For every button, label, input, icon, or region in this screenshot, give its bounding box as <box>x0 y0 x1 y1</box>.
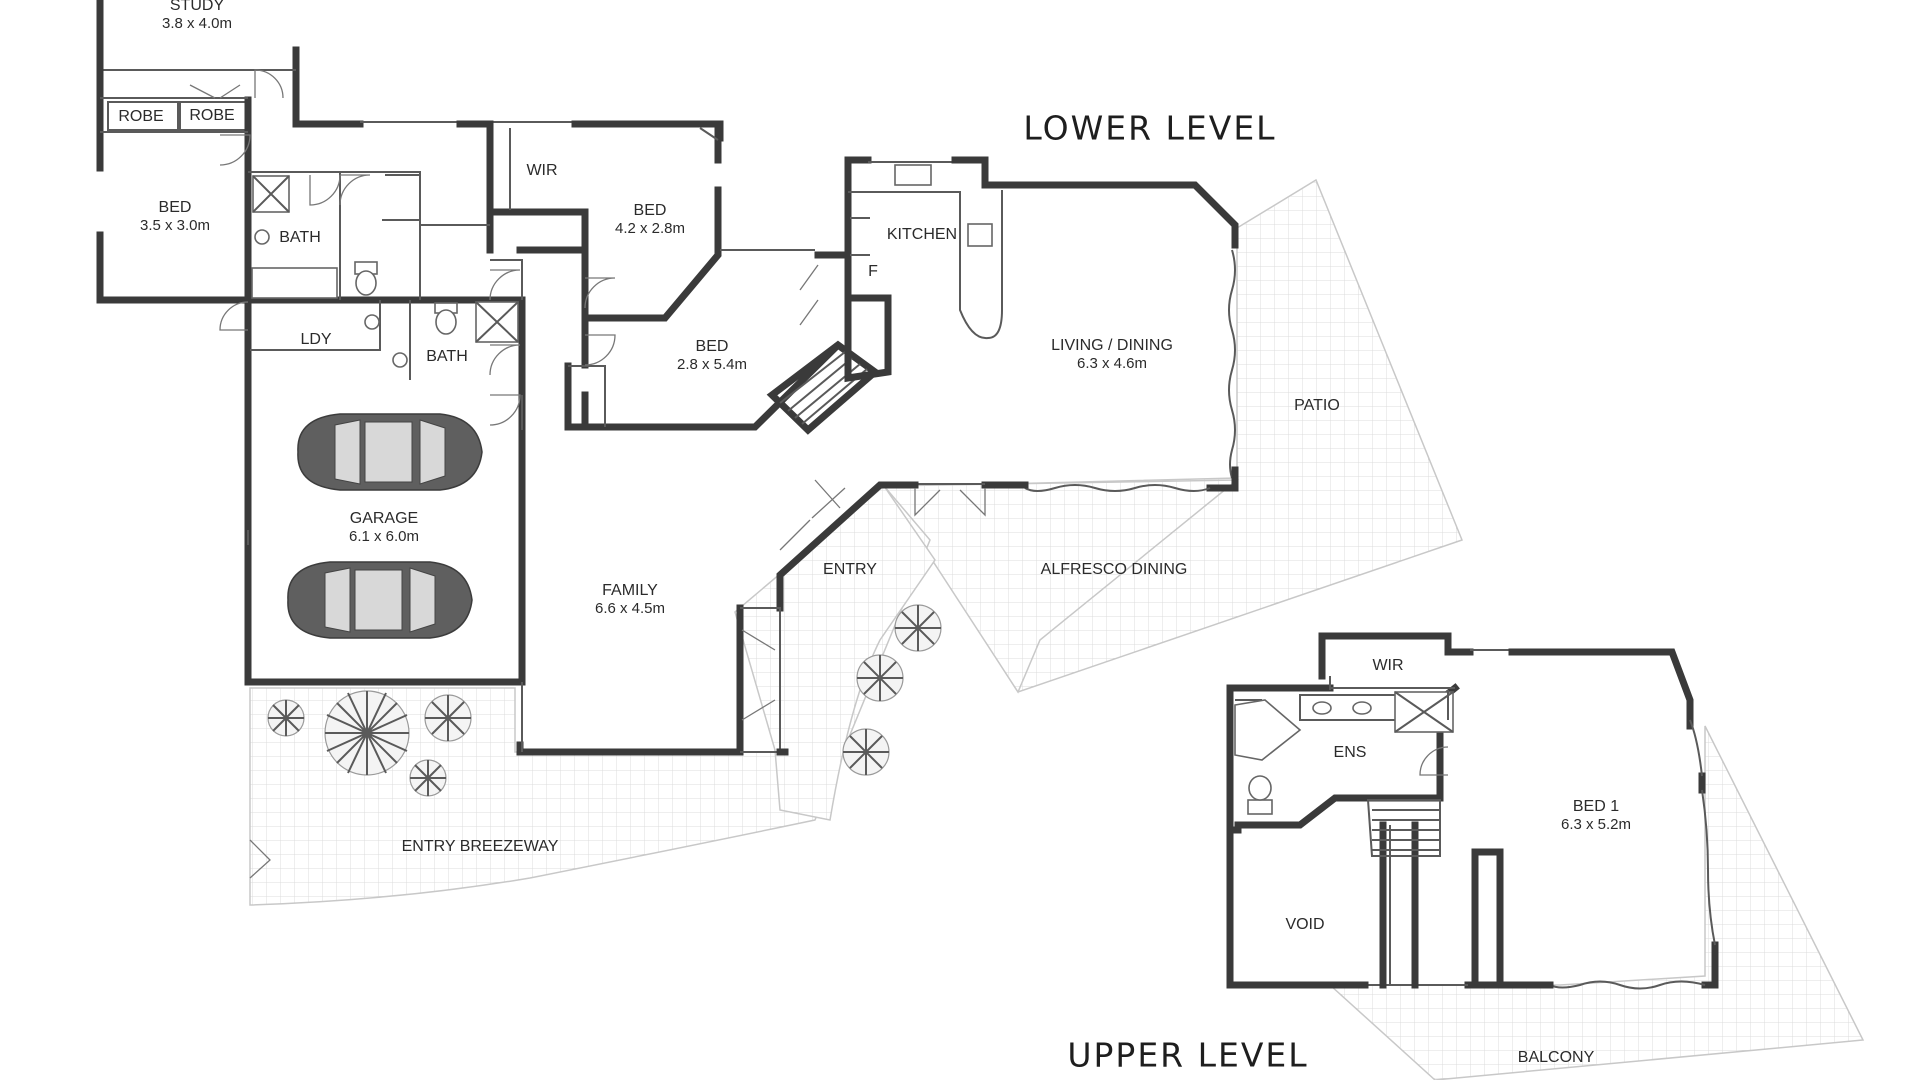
bathtub-icon <box>251 267 338 299</box>
room-robe-2: ROBE <box>189 107 235 124</box>
room-study: STUDY 3.8 x 4.0m <box>162 0 232 33</box>
room-bed-left: BED 3.5 x 3.0m <box>140 199 210 235</box>
lower-level-walls <box>96 0 1239 756</box>
shower-icon <box>475 301 519 343</box>
room-garage-dims: 6.1 x 6.0m <box>348 528 420 545</box>
room-bed-left-dims: 3.5 x 3.0m <box>139 217 211 234</box>
room-ldy: LDY <box>300 331 332 348</box>
room-bed-28: BED 2.8 x 5.4m <box>677 338 747 374</box>
room-family-dims: 6.6 x 4.5m <box>594 600 666 617</box>
room-bath-top: BATH <box>279 229 321 246</box>
room-alfresco-dining: ALFRESCO DINING <box>1040 561 1188 578</box>
fridge-label: F <box>868 263 878 280</box>
room-void: VOID <box>1285 916 1325 933</box>
door-swing-icon <box>219 134 251 166</box>
room-entry-breezeway: ENTRY BREEZEWAY <box>401 838 559 855</box>
lower-level-title: LOWER LEVEL <box>1023 108 1277 148</box>
robe-box <box>107 101 179 131</box>
stair-icon <box>766 340 881 435</box>
plant-icon <box>424 694 472 742</box>
plant-icon <box>324 690 410 776</box>
outdoor-areas <box>249 178 1865 1080</box>
door-swing-icon <box>219 301 249 331</box>
room-patio: PATIO <box>1294 397 1340 414</box>
room-living-dims: 6.3 x 4.6m <box>1076 355 1148 372</box>
room-garage-name: GARAGE <box>349 510 419 527</box>
door-swing-icon <box>799 264 819 326</box>
room-bed-28-name: BED <box>695 338 729 355</box>
plant-icon <box>856 654 904 702</box>
upper-level-title: UPPER LEVEL <box>1067 1035 1309 1075</box>
door-swing-icon <box>189 84 241 99</box>
door-swing-icon <box>489 394 521 426</box>
alfresco-area <box>882 479 1240 694</box>
room-family-name: FAMILY <box>602 582 658 599</box>
room-bed-1: BED 1 6.3 x 5.2m <box>1561 798 1631 834</box>
room-study-name: STUDY <box>169 0 225 14</box>
door-swing-icon <box>584 334 616 366</box>
door-swing-icon <box>741 629 776 721</box>
basin-icon <box>1312 701 1372 715</box>
bathtub-icon <box>1234 699 1302 761</box>
room-bed-42-dims: 4.2 x 2.8m <box>614 220 686 237</box>
room-living-dining: LIVING / DINING 6.3 x 4.6m <box>1051 337 1173 373</box>
door-swing-icon <box>339 174 371 206</box>
plant-icon <box>267 699 305 737</box>
room-bath-mid: BATH <box>426 348 468 365</box>
door-swing-icon <box>254 69 284 99</box>
toilet-icon <box>1247 775 1273 815</box>
plant-icon <box>409 759 447 797</box>
room-bed-1-name: BED 1 <box>1572 798 1620 815</box>
door-swing-icon <box>489 344 521 376</box>
room-study-dims: 3.8 x 4.0m <box>161 15 233 32</box>
basin-icon <box>254 229 408 368</box>
door-swing-icon <box>779 479 846 551</box>
room-wir-lower: WIR <box>526 162 558 179</box>
upper-level-walls <box>1226 632 1719 990</box>
room-kitchen: KITCHEN <box>886 226 958 243</box>
room-bed-28-dims: 2.8 x 5.4m <box>676 356 748 373</box>
room-bed-42-name: BED <box>633 202 667 219</box>
plant-icon <box>894 604 942 652</box>
room-entry: ENTRY <box>823 561 877 578</box>
entry-paving <box>734 484 936 821</box>
toilet-icon <box>354 261 458 335</box>
shower-icon <box>1394 691 1454 733</box>
door-swing-icon <box>489 269 521 301</box>
stair-icon <box>1366 799 1441 857</box>
car-icon <box>297 413 483 491</box>
door-swing-icon <box>249 839 271 879</box>
room-balcony: BALCONY <box>1517 1049 1595 1066</box>
door-swing-icon <box>1419 746 1449 776</box>
balcony-area <box>1328 725 1865 1080</box>
room-bed-left-name: BED <box>158 199 192 216</box>
room-robe-1: ROBE <box>118 108 164 125</box>
entry-breezeway-area <box>249 484 931 906</box>
fixtures <box>251 175 519 368</box>
room-living-name: LIVING / DINING <box>1051 337 1173 354</box>
room-ens: ENS <box>1333 744 1367 761</box>
doors <box>189 69 986 879</box>
plant-icon <box>842 728 890 776</box>
shower-icon <box>252 175 290 213</box>
room-wir-upper: WIR <box>1372 657 1404 674</box>
room-garage: GARAGE 6.1 x 6.0m <box>349 510 419 546</box>
room-bed-42: BED 4.2 x 2.8m <box>615 202 685 238</box>
plants <box>267 604 942 797</box>
room-bed-1-dims: 6.3 x 5.2m <box>1560 816 1632 833</box>
door-swing-icon <box>309 174 341 206</box>
door-swing-icon <box>584 277 616 309</box>
car-icon <box>287 561 473 639</box>
room-family: FAMILY 6.6 x 4.5m <box>595 582 665 618</box>
door-swing-icon <box>914 488 986 517</box>
